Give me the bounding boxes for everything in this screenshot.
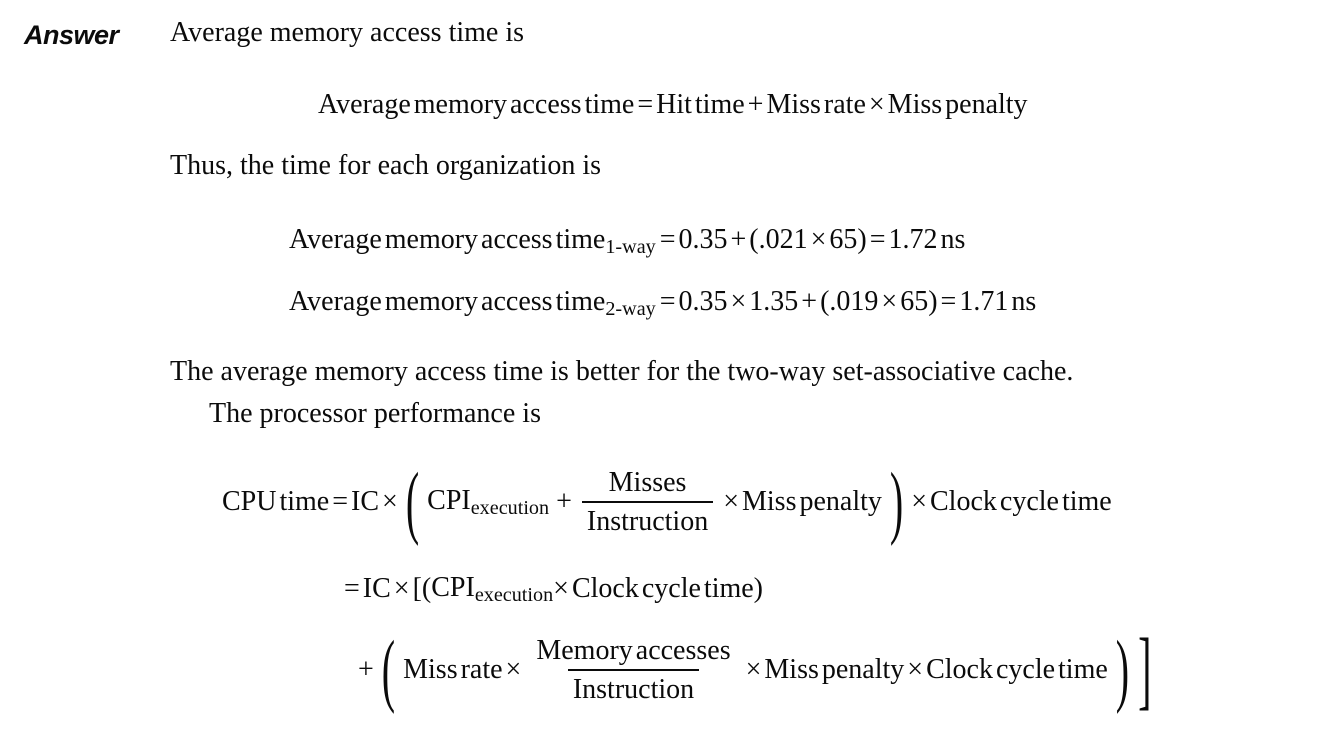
plus-operator: + bbox=[556, 486, 572, 517]
equation-base-text: Average memory access time bbox=[289, 286, 606, 317]
penalty-clock-term: × Miss penalty × Clock cycle time bbox=[745, 654, 1108, 685]
equation-rhs-text: = 0.35 + (.021 × 65) = 1.72 ns bbox=[659, 224, 966, 255]
fraction-numerator: Memory accesses bbox=[536, 635, 731, 667]
cpu-lhs-text: CPU time = IC × bbox=[222, 486, 398, 517]
equation-subscript-2way: 2-way bbox=[605, 297, 656, 320]
fraction-misses-per-instruction: Misses Instruction bbox=[581, 467, 714, 537]
equation-base-text: Average memory access time bbox=[289, 224, 606, 255]
fraction-memory-accesses-per-instruction: Memory accesses Instruction bbox=[531, 635, 735, 705]
close-paren-glyph: ) bbox=[1115, 622, 1130, 716]
cpu-line2-rest-text: × Clock cycle time) bbox=[553, 573, 763, 605]
open-paren-glyph: ( bbox=[381, 622, 396, 716]
fraction-numerator: Misses bbox=[608, 467, 687, 499]
equation-rhs-text: = 0.35 × 1.35 + (.019 × 65) = 1.71 ns bbox=[659, 286, 1037, 317]
fraction-denominator: Instruction bbox=[567, 668, 700, 705]
answer-label: Answer bbox=[24, 20, 119, 50]
clock-cycle-term: × Clock cycle time bbox=[911, 486, 1112, 517]
miss-rate-term: Miss rate × bbox=[403, 654, 522, 685]
equation-subscript-1way: 1-way bbox=[605, 235, 656, 258]
equation-amat-2way: Average memory access time2-way= 0.35 × … bbox=[289, 286, 1036, 321]
cpi-base-text: CPI bbox=[431, 572, 475, 603]
close-bracket-glyph: ] bbox=[1138, 619, 1152, 719]
processor-performance-text: The processor performance is bbox=[209, 398, 541, 429]
intro-text: Average memory access time is bbox=[170, 17, 525, 48]
plus-operator: + bbox=[358, 654, 374, 685]
equation-cpu-time-line3: + ( Miss rate × Memory accesses Instruct… bbox=[358, 620, 1152, 720]
conclusion-text: The average memory access time is better… bbox=[170, 356, 1074, 387]
open-paren-glyph: ( bbox=[405, 454, 420, 548]
miss-penalty-term: × Miss penalty bbox=[723, 486, 882, 517]
cpi-term: CPIexecution bbox=[427, 485, 549, 520]
cpi-subscript: execution bbox=[474, 583, 554, 606]
equation-cpu-time-line2: = IC × [(CPIexecution × Clock cycle time… bbox=[344, 572, 763, 607]
cpu-line2-lhs-text: = IC × [( bbox=[344, 573, 432, 605]
close-paren-glyph: ) bbox=[889, 454, 904, 548]
fraction-denominator: Instruction bbox=[581, 500, 714, 537]
cpi-base-text: CPI bbox=[427, 484, 471, 516]
thus-text: Thus, the time for each organization is bbox=[170, 150, 602, 181]
cpi-subscript: execution bbox=[470, 496, 550, 519]
equation-amat-1way: Average memory access time1-way= 0.35 + … bbox=[289, 224, 965, 259]
equation-amat-general: Average memory access time = Hit time + … bbox=[318, 89, 1028, 120]
equation-cpu-time-line1: CPU time = IC × ( CPIexecution + Misses … bbox=[222, 452, 1112, 552]
cpi-term: CPIexecution bbox=[431, 572, 553, 607]
